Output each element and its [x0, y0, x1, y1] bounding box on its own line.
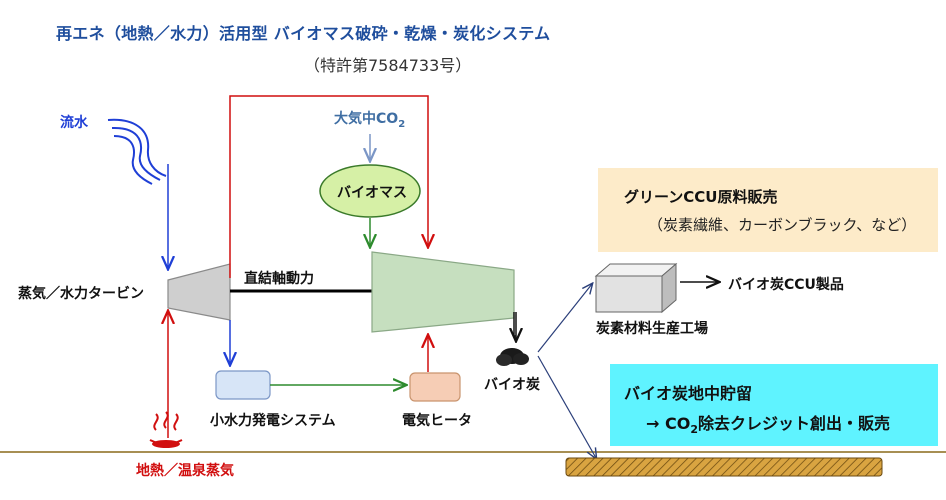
small-hydro-label: 小水力発電システム: [210, 413, 336, 429]
diagram-title: 再エネ（地熱／水力）活用型 バイオマス破砕・乾燥・炭化システム: [56, 24, 551, 43]
direct-shaft-label: 直結軸動力: [244, 271, 314, 287]
biochar-pile-icon: [496, 348, 529, 366]
ccu-sales-box: [598, 168, 938, 252]
turbine-shape: [167, 263, 231, 321]
geothermal-label: 地熱／温泉蒸気: [136, 463, 234, 479]
heater-box: [409, 372, 461, 402]
flowing-water-label: 流水: [60, 115, 88, 131]
ccu-sales-examples: （炭素繊維、カーボンブラック、など）: [648, 216, 917, 234]
atmospheric-co2-label: 大気中CO2: [334, 111, 406, 130]
patent-number: （特許第7584733号）: [304, 56, 472, 75]
storage-title: バイオ炭地中貯留: [624, 384, 753, 403]
hot-spring-icon: [149, 411, 183, 445]
small-hydro-box: [215, 370, 271, 400]
carbon-plant-box: [594, 262, 678, 314]
dryer-shape: [371, 251, 515, 333]
ccu-product-label: バイオ炭CCU製品: [728, 277, 844, 293]
carbon-plant-label: 炭素材料生産工場: [596, 321, 708, 337]
storage-credit-text: → CO2除去クレジット創出・販売: [646, 414, 890, 437]
water-flow-icon: [107, 118, 167, 185]
biochar-label: バイオ炭: [484, 377, 540, 393]
underground-storage-bar: [565, 457, 883, 477]
biomass-node: [319, 164, 421, 218]
electric-heater-label: 電気ヒータ: [402, 413, 472, 429]
ccu-sales-title: グリーンCCU原料販売: [624, 188, 778, 206]
storage-box: [610, 364, 938, 446]
biomass-label: バイオマス: [337, 185, 407, 201]
turbine-label: 蒸気／水力タービン: [18, 286, 144, 302]
